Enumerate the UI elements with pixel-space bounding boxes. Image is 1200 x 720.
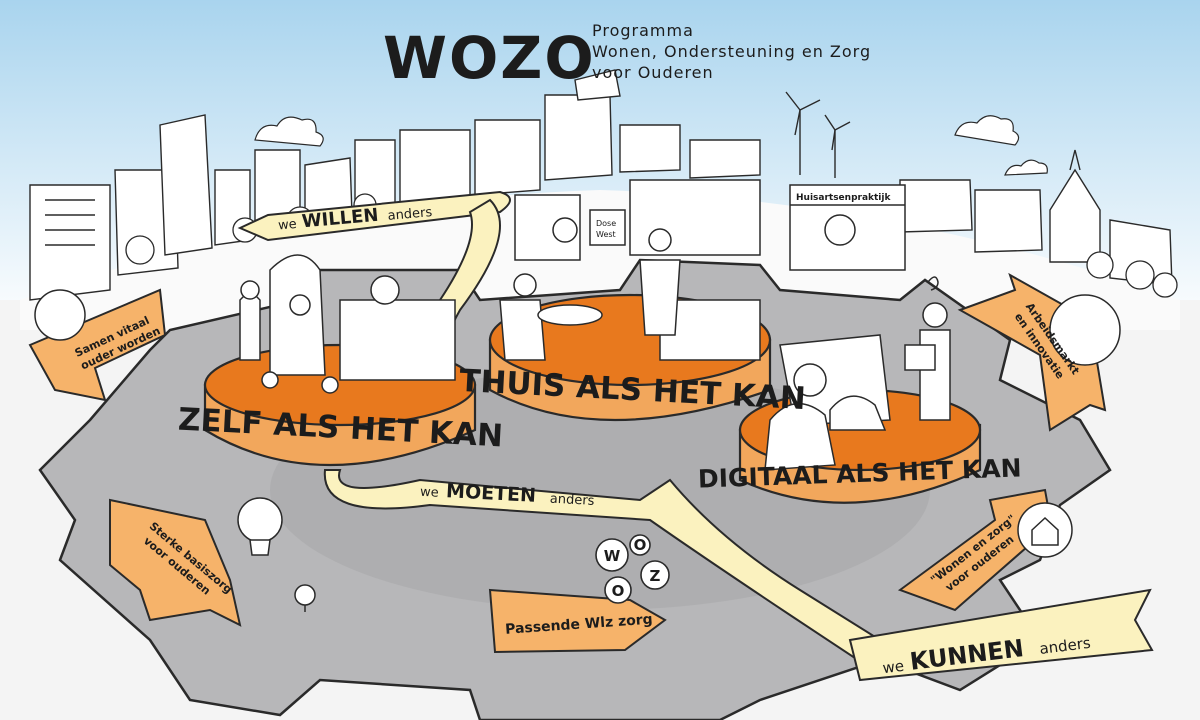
arrow-passende	[488, 588, 667, 654]
ribbon-moeten-we: we	[420, 485, 439, 501]
gear-letter-z: Z	[650, 567, 661, 585]
arrow-samen	[28, 288, 167, 402]
ribbon-willen-we: we	[278, 217, 298, 234]
clouds	[254, 115, 1048, 176]
wozo-logo: WOZO	[383, 24, 596, 92]
door-sign	[589, 209, 626, 246]
ribbon-moeten	[323, 469, 882, 670]
gear-letter-o1: O	[634, 536, 647, 554]
scene-digitaal	[764, 184, 951, 471]
ribbon-willen	[237, 190, 511, 242]
subtitle-line-3: voor Ouderen	[592, 63, 714, 82]
huisarts-sign: Huisartsenpraktijk	[796, 193, 891, 203]
door-sign-line-2: West	[596, 230, 616, 239]
ribbon-moeten-big: MOETEN	[446, 480, 537, 507]
scene-thuis	[499, 179, 761, 361]
wozo-letter-gears	[595, 534, 670, 604]
subtitle-line-2: Wonen, Ondersteuning en Zorg	[592, 42, 871, 61]
subtitle-line-1: Programma	[592, 21, 694, 40]
ribbon-willen-text: we WILLEN anders	[278, 205, 434, 234]
scene-zelf	[239, 254, 456, 394]
ribbon-moeten-text: we MOETEN anders	[420, 480, 595, 509]
lightbulb-icon	[237, 497, 316, 612]
arrow-sterke	[109, 498, 242, 627]
ribbon-kunnen-we: we	[882, 657, 906, 677]
door-sign-line-1: Dose	[596, 219, 616, 228]
vignettes	[34, 289, 1121, 558]
wozo-letter-gears-labels: W O Z O	[604, 536, 661, 600]
ribbon-moeten-anders: anders	[549, 492, 595, 509]
gear-letter-o2: O	[612, 582, 625, 600]
ribbon-willen-anders: anders	[387, 205, 433, 224]
ribbon-kunnen	[848, 588, 1154, 682]
gear-letter-w: W	[604, 547, 621, 565]
